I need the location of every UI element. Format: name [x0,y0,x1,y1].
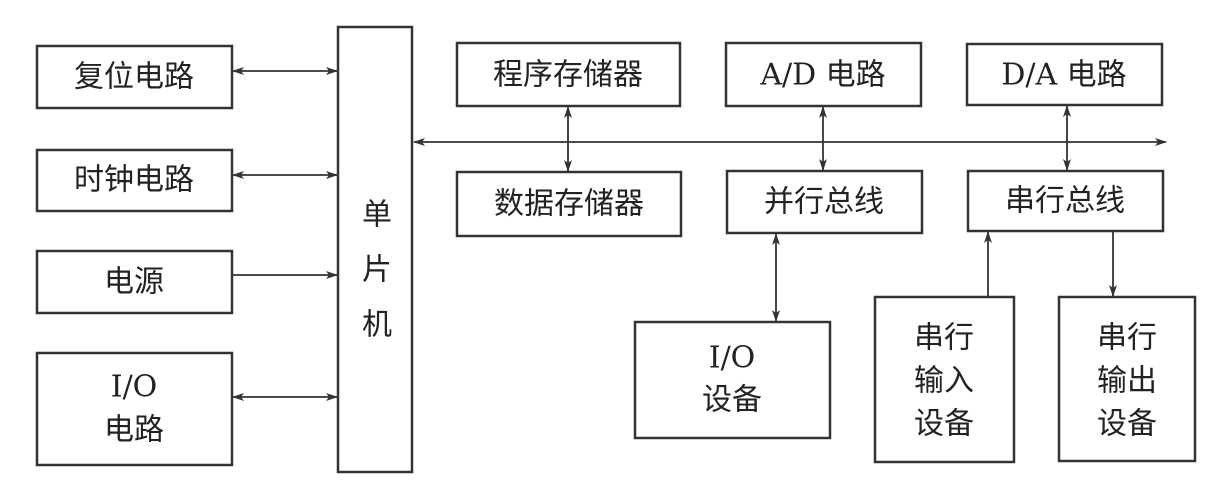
svg-text:设备: 设备 [1097,407,1157,442]
da-circuit-block: D/A 电路 [965,42,1164,107]
svg-text:串行总线: 串行总线 [1005,184,1125,219]
svg-text:并行总线: 并行总线 [764,185,884,220]
parallel-bus-block: 并行总线 [725,169,924,235]
svg-text:设备: 设备 [702,383,762,418]
svg-text:程序存储器: 程序存储器 [493,58,643,93]
svg-text:数据存储器: 数据存储器 [494,187,644,222]
svg-text:设备: 设备 [914,407,974,442]
io-device-block: I/O 设备 [633,320,832,440]
svg-text:输出: 输出 [1097,364,1157,399]
serial-input-device-block: 串行 输入 设备 [873,295,1016,464]
svg-text:时钟电路: 时钟电路 [74,163,194,198]
svg-text:D/A 电路: D/A 电路 [1001,58,1126,93]
svg-text:串行: 串行 [1097,321,1157,356]
svg-text:单: 单 [362,198,392,233]
svg-text:机: 机 [362,308,392,343]
svg-text:I/O: I/O [709,341,756,376]
program-memory-block: 程序存储器 [455,41,682,108]
svg-text:电源: 电源 [104,265,164,300]
mcu-block: 单 片 机 [336,25,414,474]
io-circuit-block: I/O 电路 [35,351,234,467]
svg-text:电路: 电路 [104,413,164,448]
svg-text:复位电路: 复位电路 [74,60,194,95]
power-block: 电源 [35,249,234,315]
svg-text:A/D 电路: A/D 电路 [759,58,885,93]
serial-bus-block: 串行总线 [966,169,1165,233]
data-memory-block: 数据存储器 [455,170,683,238]
svg-text:I/O: I/O [111,370,158,405]
svg-text:输入: 输入 [914,364,974,399]
svg-text:串行: 串行 [914,321,974,356]
ad-circuit-block: A/D 电路 [724,41,923,108]
serial-output-device-block: 串行 输出 设备 [1057,295,1197,463]
svg-text:片: 片 [362,253,392,288]
reset-circuit-block: 复位电路 [35,44,234,110]
clock-circuit-block: 时钟电路 [35,148,234,213]
